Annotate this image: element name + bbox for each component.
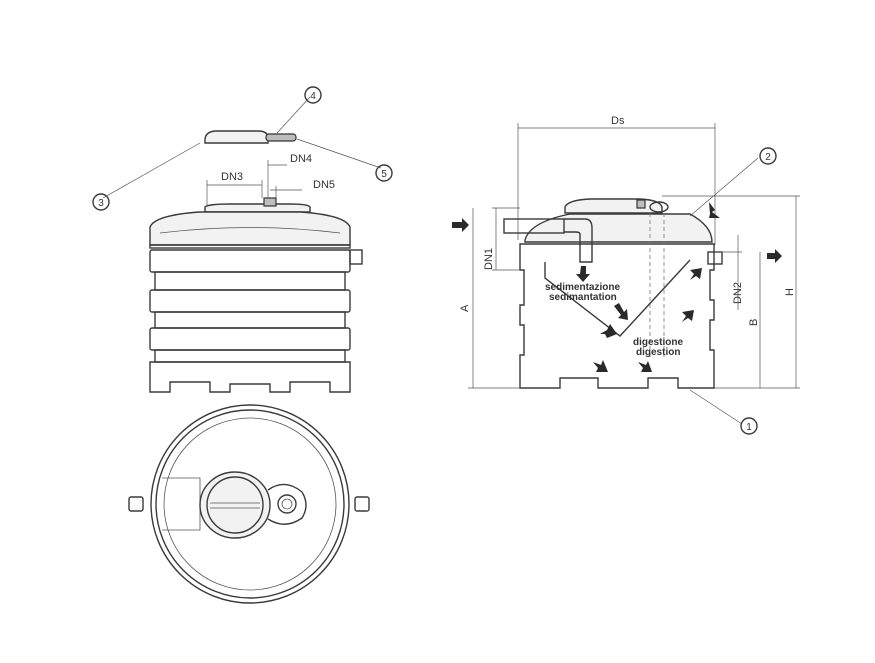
svg-text:1: 1: [746, 422, 752, 433]
exploded-lid: [204, 130, 297, 144]
svg-text:5: 5: [381, 169, 387, 180]
label-dn1: DN1: [483, 248, 495, 270]
svg-text:4: 4: [310, 91, 316, 102]
section-view: Ds sedimentazione sedimantation digestio…: [452, 115, 800, 425]
zone-sedimentation-en: sedimantation: [549, 292, 617, 303]
flow-arrow-icon: [600, 324, 617, 338]
label-dn4: DN4: [290, 153, 312, 165]
label-dn2: DN2: [732, 282, 744, 304]
flow-arrow-icon: [576, 266, 590, 282]
label-h: H: [784, 288, 796, 296]
flow-arrow-icon: [767, 249, 782, 263]
svg-text:3: 3: [98, 198, 104, 209]
flow-arrow-icon: [452, 218, 469, 232]
label-dn5: DN5: [313, 179, 335, 191]
label-a: A: [459, 304, 471, 312]
flow-arrow-icon: [682, 310, 694, 322]
label-dn3: DN3: [221, 171, 243, 183]
flow-arrow-icon: [709, 202, 720, 218]
callout-5: 5: [375, 164, 393, 182]
svg-text:2: 2: [765, 152, 771, 163]
label-b: B: [748, 319, 760, 326]
flow-arrow-icon: [690, 268, 702, 280]
zone-digestion-it: digestione: [633, 337, 683, 348]
plan-view: [128, 404, 370, 604]
flow-arrow-icon: [614, 303, 628, 320]
callout-4: 4: [304, 86, 322, 104]
side-elevation: DN3 DN4 DN5: [102, 96, 382, 393]
flow-arrow-icon: [638, 361, 652, 372]
flow-arrow-icon: [593, 360, 608, 372]
callout-3: 3: [92, 193, 110, 211]
callout-2: 2: [759, 147, 777, 165]
label-ds: Ds: [611, 115, 625, 127]
callout-1: 1: [740, 417, 758, 435]
zone-digestion-en: digestion: [636, 347, 680, 358]
zone-sedimentation-it: sedimentazione: [545, 282, 620, 293]
